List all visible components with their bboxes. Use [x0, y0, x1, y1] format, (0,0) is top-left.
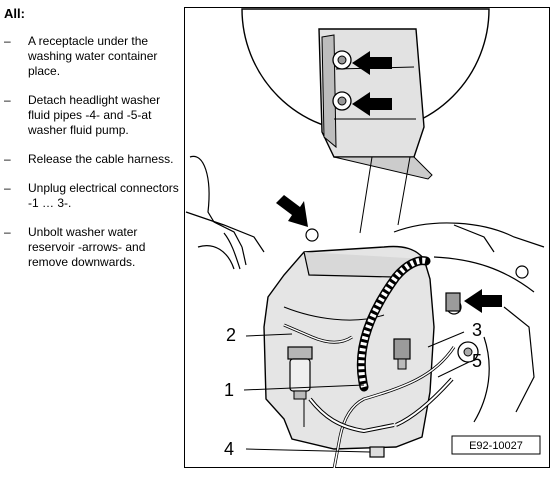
callout-number: 2 — [226, 325, 236, 345]
instruction-step: – Unbolt washer water reservoir -arrows- … — [4, 225, 180, 270]
bolt-icon — [332, 91, 352, 111]
electrical-connector — [393, 338, 411, 370]
technical-illustration: 1 2 3 4 5 E92-10027 — [184, 7, 550, 468]
callout-number: 5 — [472, 351, 482, 371]
step-bullet: – — [4, 34, 11, 48]
fluid-pipe — [369, 377, 454, 458]
callout-number: 4 — [224, 439, 234, 459]
callout-number: 1 — [224, 380, 234, 400]
washer-pump — [287, 346, 313, 400]
arrow-icon — [352, 92, 392, 116]
bolt-icon — [305, 228, 319, 242]
step-bullet: – — [4, 152, 11, 166]
arrow-icon — [352, 51, 392, 75]
instruction-list: – A receptacle under the washing water co… — [4, 34, 180, 284]
bolt-icon — [332, 50, 352, 70]
bolt-icon — [457, 341, 479, 363]
instruction-step: – A receptacle under the washing water co… — [4, 34, 180, 79]
electrical-connector — [445, 292, 461, 312]
callout-leaders — [243, 331, 470, 453]
instruction-step: – Unplug electrical connectors -1 … 3-. — [4, 181, 180, 211]
figure-code-box — [451, 435, 541, 455]
step-text: Detach headlight washer fluid pipes -4- … — [28, 93, 161, 137]
instruction-step: – Release the cable harness. — [4, 152, 180, 167]
step-bullet: – — [4, 225, 11, 239]
step-bullet: – — [4, 93, 11, 107]
step-text: Release the cable harness. — [28, 152, 174, 166]
illustration-drawing: 1 2 3 4 5 E92-10027 — [184, 7, 550, 468]
vehicle-body-outline — [185, 155, 545, 423]
instruction-step: – Detach headlight washer fluid pipes -4-… — [4, 93, 180, 138]
step-text: Unplug electrical connectors -1 … 3-. — [28, 181, 179, 210]
figure-code: E92-10027 — [469, 440, 523, 452]
arrow-icon — [276, 195, 308, 227]
fluid-pipe — [308, 397, 395, 434]
bolt-icon — [515, 265, 529, 279]
step-text: A receptacle under the washing water con… — [28, 34, 158, 78]
callout-number: 3 — [472, 320, 482, 340]
arrow-icon — [464, 289, 502, 313]
step-text: Unbolt washer water reservoir -arrows- a… — [28, 225, 146, 269]
step-bullet: – — [4, 181, 11, 195]
section-heading: All: — [4, 6, 25, 21]
